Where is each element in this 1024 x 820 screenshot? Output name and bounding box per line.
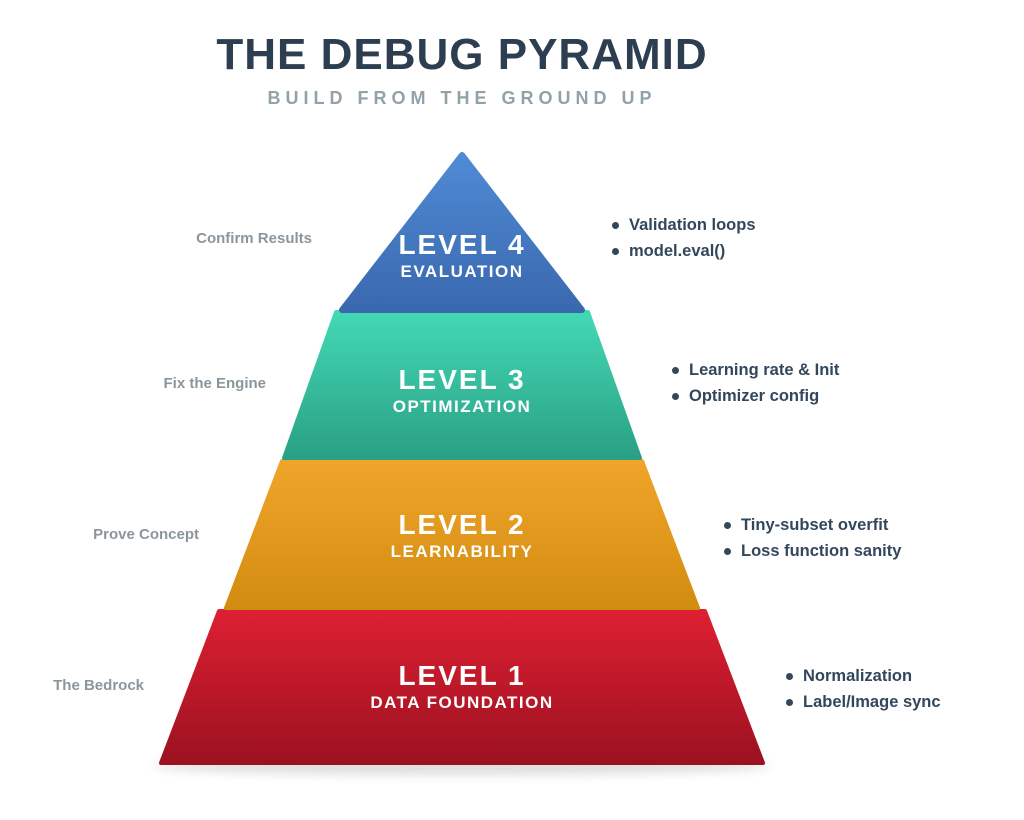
list-item: Loss function sanity	[724, 538, 901, 564]
list-item: Normalization	[786, 663, 941, 689]
pyramid-level-1-shape	[159, 609, 765, 765]
bullet-text: model.eval()	[629, 241, 726, 260]
bullet-dot-icon	[786, 698, 793, 706]
list-item: Label/Image sync	[786, 689, 941, 715]
list-item: Optimizer config	[672, 383, 839, 409]
list-item: Learning rate & Init	[672, 357, 839, 383]
list-item: Tiny-subset overfit	[724, 512, 901, 538]
side-label-level-1: The Bedrock	[53, 677, 144, 694]
bullet-dot-icon	[786, 672, 793, 680]
bullet-text: Tiny-subset overfit	[741, 515, 889, 534]
pyramid-level-4-shape	[339, 152, 585, 313]
bullet-text: Loss function sanity	[741, 541, 902, 560]
bullet-dot-icon	[672, 366, 679, 374]
bullet-dot-icon	[724, 521, 731, 529]
side-label-level-4: Confirm Results	[196, 230, 312, 247]
page-subtitle: BUILD FROM THE GROUND UP	[267, 88, 657, 108]
bullet-text: Learning rate & Init	[689, 360, 840, 379]
bullet-text: Optimizer config	[689, 386, 820, 405]
bullet-dot-icon	[612, 221, 619, 229]
bullet-text: Normalization	[803, 666, 913, 685]
side-label-level-3: Fix the Engine	[163, 375, 266, 392]
bullet-list-level-4: Validation loops model.eval()	[612, 212, 756, 264]
bullet-list-level-3: Learning rate & Init Optimizer config	[672, 357, 839, 409]
list-item: model.eval()	[612, 238, 756, 264]
bullet-dot-icon	[672, 392, 679, 400]
bullet-text: Label/Image sync	[803, 692, 941, 711]
bullet-list-level-1: Normalization Label/Image sync	[786, 663, 941, 715]
bullet-dot-icon	[612, 247, 619, 255]
pyramid-level-2-shape	[224, 459, 700, 610]
page-title: THE DEBUG PYRAMID	[216, 30, 708, 79]
pyramid-level-3-shape	[282, 310, 642, 460]
bullet-list-level-2: Tiny-subset overfit Loss function sanity	[724, 512, 901, 564]
bullet-dot-icon	[724, 547, 731, 555]
side-label-level-2: Prove Concept	[93, 526, 199, 543]
bullet-text: Validation loops	[629, 215, 756, 234]
list-item: Validation loops	[612, 212, 756, 238]
